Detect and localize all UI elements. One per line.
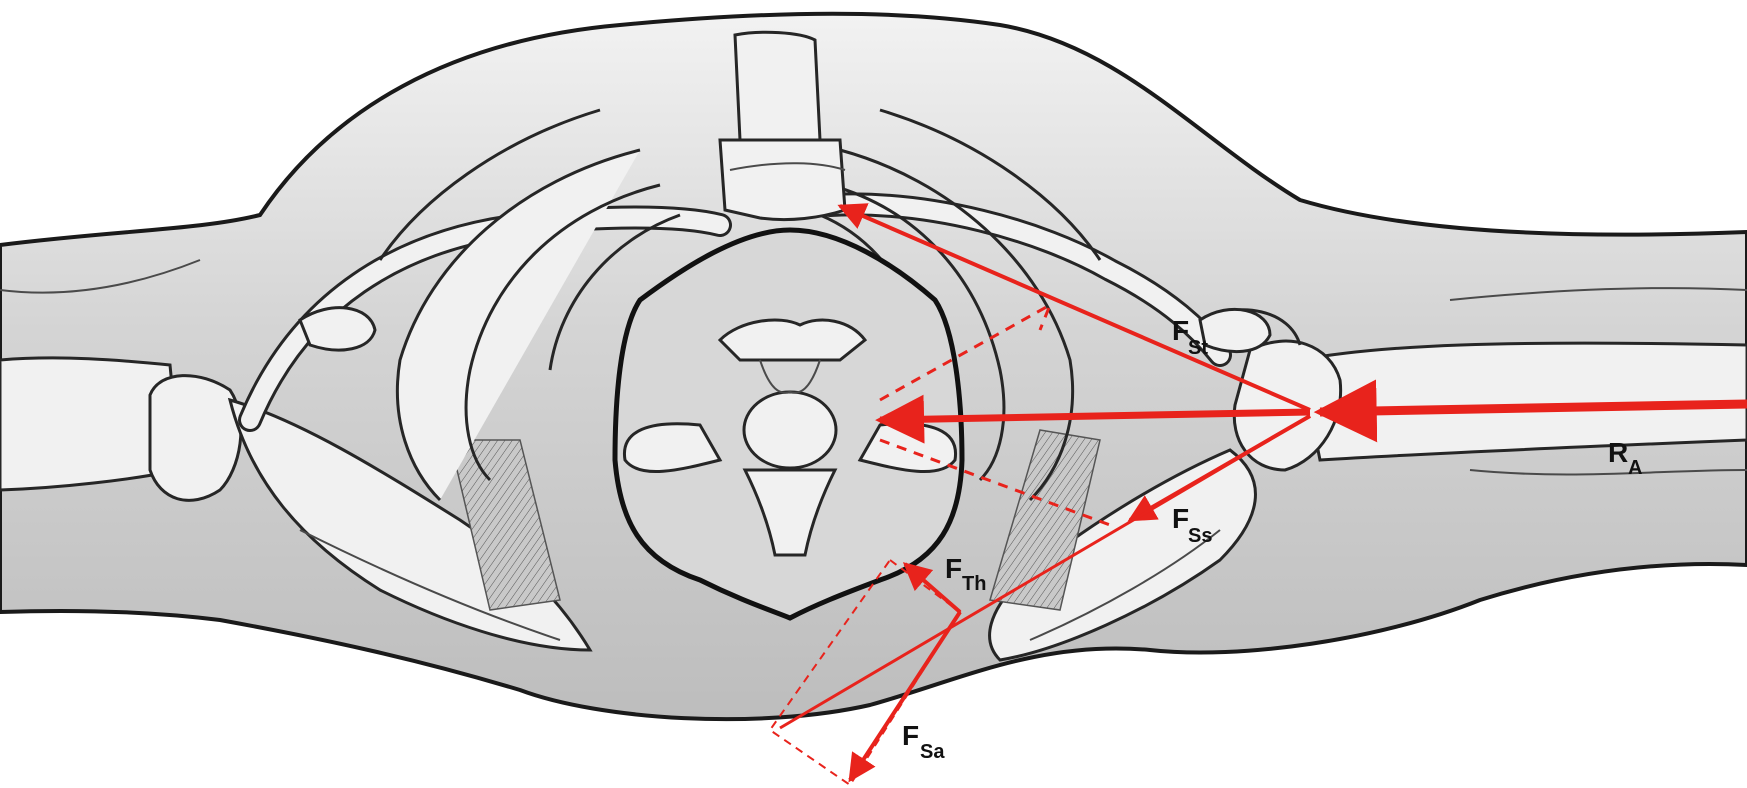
label-f-sa: F Sa <box>902 720 945 763</box>
label-r-a-sub: A <box>1628 457 1642 479</box>
right-coracoid <box>1200 309 1270 351</box>
left-humerus <box>0 358 241 500</box>
label-f-ss-main: F <box>1172 503 1189 534</box>
left-coracoid <box>300 308 375 350</box>
label-f-st-main: F <box>1172 315 1189 346</box>
label-r-a-main: R <box>1608 437 1628 468</box>
label-f-th-sub: Th <box>962 573 986 595</box>
label-f-sa-main: F <box>902 720 919 751</box>
label-f-sa-sub: Sa <box>920 741 945 763</box>
label-f-st-sub: St <box>1188 337 1208 359</box>
label-f-ss-sub: Ss <box>1188 525 1212 547</box>
label-f-th-main: F <box>945 553 962 584</box>
